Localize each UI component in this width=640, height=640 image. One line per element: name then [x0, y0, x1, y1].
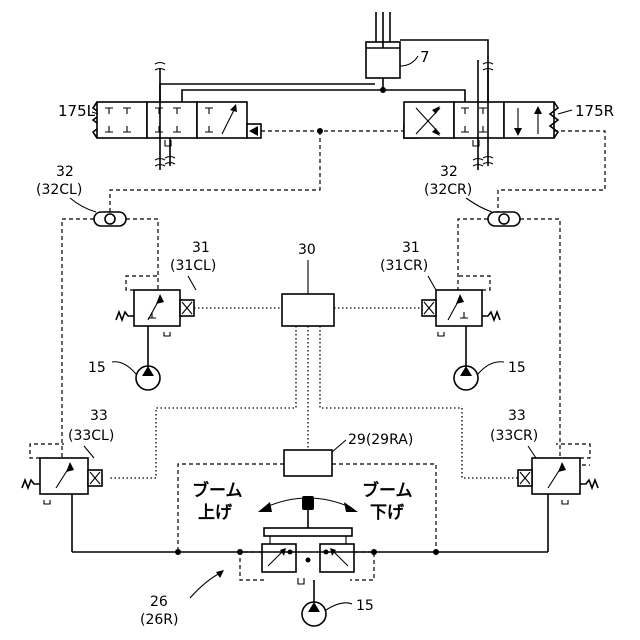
boom-up-line1: ブーム — [192, 480, 243, 501]
lever-pilot-valves — [240, 544, 374, 584]
control-valve-175r — [404, 60, 558, 170]
sol-left-num: 33 — [90, 408, 108, 424]
boom-down-line2: 下げ — [370, 503, 405, 523]
pilot-lines-top — [110, 128, 605, 218]
lower-lines — [72, 549, 548, 555]
sol-left-code: (33CL) — [68, 428, 114, 444]
hydraulic-cylinder — [366, 12, 418, 78]
shuttle-right-code: (32CR) — [424, 182, 472, 198]
prop-valve-right — [422, 276, 500, 366]
operating-lever — [258, 496, 358, 544]
controller-box — [282, 260, 334, 326]
pump-bottom-label: 15 — [356, 598, 374, 614]
solenoid-valve-right — [518, 444, 598, 552]
pilot-pump-left — [112, 362, 160, 390]
prop-left-num: 31 — [192, 240, 210, 256]
cylinder-label: 7 — [420, 48, 430, 66]
pump-right-label: 15 — [508, 360, 526, 376]
boom-up-line2: 上げ — [198, 503, 233, 523]
prop-right-num: 31 — [402, 240, 420, 256]
sol-right-num: 33 — [508, 408, 526, 424]
prop-right-code: (31CR) — [380, 258, 428, 274]
cylinder-lines — [160, 40, 488, 102]
controller-label: 30 — [298, 242, 316, 258]
valve-left-label: 175L — [58, 102, 96, 120]
shuttle-right-num: 32 — [440, 164, 458, 180]
solenoid-valve-left — [22, 444, 102, 552]
boom-down-line1: ブーム — [362, 480, 413, 501]
pump-left-label: 15 — [88, 360, 106, 376]
shuttle-left-num: 32 — [56, 164, 74, 180]
lever-num: 26 — [150, 594, 168, 610]
control-valve-175l — [93, 63, 261, 171]
sol-right-code: (33CR) — [490, 428, 538, 444]
shuttle-left-code: (32CL) — [36, 182, 82, 198]
sensor-label: 29(29RA) — [348, 432, 413, 448]
pilot-pump-bottom — [302, 580, 352, 626]
lever-code: (26R) — [140, 612, 178, 628]
pilot-pump-right — [454, 362, 504, 390]
prop-valve-left — [116, 276, 196, 366]
prop-left-code: (31CL) — [170, 258, 216, 274]
valve-right-label: 175R — [575, 102, 614, 120]
